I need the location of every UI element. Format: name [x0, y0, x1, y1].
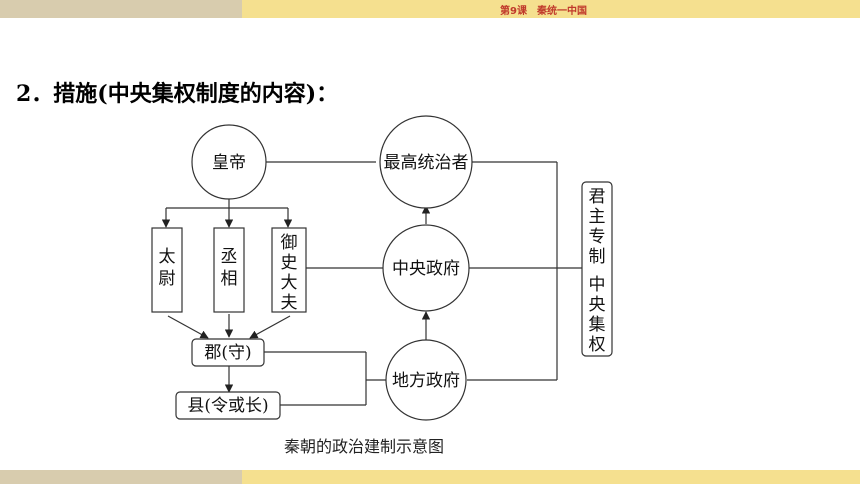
autocracy-char-1: 君	[589, 187, 606, 207]
section-heading: 2．措施(中央集权制度的内容)：	[16, 81, 339, 107]
taiwei-char-2: 尉	[159, 269, 176, 289]
chengxiang-char-2: 相	[221, 269, 238, 289]
local-government-node	[385, 339, 467, 421]
yushidafu-box	[271, 227, 307, 313]
jun-box	[191, 338, 265, 367]
xian-box	[175, 391, 281, 420]
yushidafu-char-1: 御	[281, 233, 298, 253]
local-government-label: 地方政府	[392, 371, 460, 391]
autocracy-char-3: 专	[589, 227, 606, 247]
diagram-caption: 秦朝的政治建制示意图	[284, 437, 444, 456]
arrow-yushidafu-jun	[249, 315, 291, 339]
emperor-label: 皇帝	[212, 153, 246, 173]
arrow-taiwei-jun	[167, 315, 209, 339]
yushidafu-char-3: 大	[281, 273, 298, 293]
yushidafu-char-4: 夫	[281, 293, 298, 313]
autocracy-char-4: 制	[589, 247, 606, 267]
centralization-char-2: 央	[589, 295, 606, 315]
taiwei-char-1: 太	[159, 247, 176, 267]
bottom-band-left	[0, 470, 242, 484]
autocracy-centralization-box	[581, 181, 613, 357]
supreme-ruler-node	[379, 115, 473, 209]
supreme-ruler-label: 最高统治者	[384, 153, 469, 173]
yushidafu-char-2: 史	[281, 253, 298, 273]
bottom-band-right	[242, 470, 860, 484]
chengxiang-box	[213, 227, 245, 313]
central-government-node	[382, 224, 470, 312]
central-government-label: 中央政府	[392, 259, 460, 279]
xian-label: 县(令或长)	[187, 396, 268, 416]
jun-label: 郡(守)	[204, 343, 251, 363]
top-band-right	[242, 0, 860, 18]
taiwei-box	[151, 227, 183, 313]
autocracy-char-2: 主	[589, 207, 606, 227]
emperor-node	[191, 124, 267, 200]
centralization-char-1: 中	[589, 275, 606, 295]
centralization-char-3: 集	[589, 315, 606, 335]
centralization-char-4: 权	[589, 335, 606, 355]
lesson-title: 第9课 秦统一中国	[500, 6, 587, 17]
top-band-left	[0, 0, 242, 18]
chengxiang-char-1: 丞	[221, 247, 238, 267]
